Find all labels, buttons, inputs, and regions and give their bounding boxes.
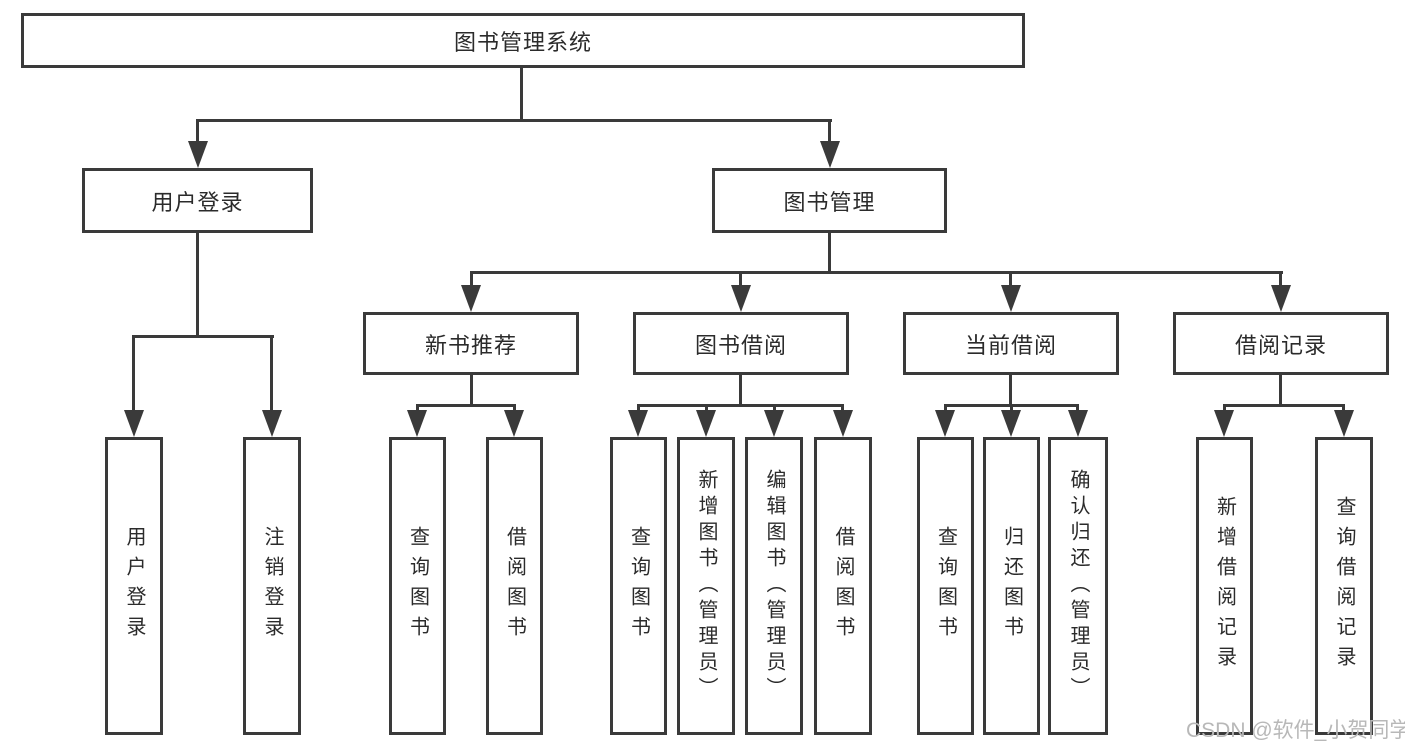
connector-line <box>1010 404 1013 414</box>
leaf-query-borrow-record-label: 查询借阅记录 <box>1333 496 1355 676</box>
connector-line <box>705 404 708 414</box>
leaf-query-books-3-label: 查询图书 <box>934 526 957 646</box>
node-book-borrowing: 图书借阅 <box>633 312 849 375</box>
leaf-edit-books-admin: 编辑图书（管理员） <box>745 437 803 735</box>
connector-line <box>773 404 776 414</box>
arrow-down-icon <box>731 285 751 312</box>
connector-line <box>520 68 523 119</box>
leaf-borrow-books-2-label: 借阅图书 <box>832 526 854 646</box>
node-new-book-recommend-label: 新书推荐 <box>424 332 517 358</box>
csdn-watermark: CSDN @软件_小贺同学 <box>1186 719 1405 742</box>
leaf-user-login-label: 用户登录 <box>123 526 145 646</box>
leaf-add-borrow-record-label: 新增借阅记录 <box>1213 496 1236 676</box>
node-borrow-records-label: 借阅记录 <box>1234 332 1327 358</box>
connector-line <box>1009 375 1012 407</box>
node-borrow-records: 借阅记录 <box>1173 312 1389 375</box>
arrow-down-icon <box>764 410 784 437</box>
leaf-query-books-1-label: 查询图书 <box>406 526 429 646</box>
node-root-label: 图书管理系统 <box>453 29 592 55</box>
connector-line <box>1223 404 1226 414</box>
connector-line <box>196 233 199 338</box>
arrow-down-icon <box>1001 410 1021 437</box>
connector-line <box>470 271 473 288</box>
connector-line <box>196 119 832 122</box>
leaf-confirm-return-admin-label: 确认归还（管理员） <box>1067 469 1089 703</box>
leaf-borrow-books-1: 借阅图书 <box>486 437 543 735</box>
connector-line <box>196 119 199 147</box>
arrow-down-icon <box>407 410 427 437</box>
connector-line <box>513 404 516 414</box>
connector-line <box>416 404 419 414</box>
node-user-login: 用户登录 <box>82 168 313 233</box>
node-new-book-recommend: 新书推荐 <box>363 312 579 375</box>
arrow-down-icon <box>188 141 208 168</box>
arrow-down-icon <box>820 141 840 168</box>
leaf-confirm-return-admin: 确认归还（管理员） <box>1048 437 1108 735</box>
arrow-down-icon <box>1334 410 1354 437</box>
connector-line <box>133 335 274 338</box>
connector-line <box>416 404 516 407</box>
node-current-borrowing-label: 当前借阅 <box>964 332 1057 358</box>
connector-line <box>1342 404 1345 414</box>
leaf-user-login: 用户登录 <box>105 437 163 735</box>
connector-line <box>739 375 742 407</box>
connector-line <box>944 404 947 414</box>
node-book-borrowing-label: 图书借阅 <box>694 332 787 358</box>
node-book-management: 图书管理 <box>712 168 947 233</box>
leaf-query-books-3: 查询图书 <box>917 437 974 735</box>
leaf-return-books-label: 归还图书 <box>1000 526 1023 646</box>
connector-line <box>132 335 135 413</box>
connector-line <box>1279 375 1282 407</box>
leaf-query-books-1: 查询图书 <box>389 437 446 735</box>
arrow-down-icon <box>833 410 853 437</box>
arrow-down-icon <box>696 410 716 437</box>
connector-line <box>1076 404 1079 414</box>
leaf-query-books-2: 查询图书 <box>610 437 667 735</box>
arrow-down-icon <box>124 410 144 437</box>
connector-line <box>1009 271 1012 288</box>
leaf-add-borrow-record: 新增借阅记录 <box>1196 437 1253 735</box>
leaf-logout: 注销登录 <box>243 437 301 735</box>
connector-line <box>470 375 473 407</box>
arrow-down-icon <box>628 410 648 437</box>
leaf-borrow-books-1-label: 借阅图书 <box>503 526 526 646</box>
arrow-down-icon <box>262 410 282 437</box>
connector-line <box>637 404 844 407</box>
node-root: 图书管理系统 <box>21 13 1025 68</box>
connector-line <box>739 271 742 288</box>
connector-line <box>841 404 844 414</box>
connector-line <box>828 119 831 147</box>
connector-line <box>828 233 831 274</box>
arrow-down-icon <box>1271 285 1291 312</box>
leaf-return-books: 归还图书 <box>983 437 1040 735</box>
arrow-down-icon <box>1001 285 1021 312</box>
connector-line <box>470 271 1283 274</box>
arrow-down-icon <box>461 285 481 312</box>
arrow-down-icon <box>935 410 955 437</box>
leaf-query-books-2-label: 查询图书 <box>627 526 650 646</box>
leaf-edit-books-admin-label: 编辑图书（管理员） <box>763 469 785 703</box>
arrow-down-icon <box>1068 410 1088 437</box>
node-user-login-label: 用户登录 <box>151 189 244 215</box>
arrow-down-icon <box>1214 410 1234 437</box>
connector-line <box>637 404 640 414</box>
connector-line <box>1279 271 1282 288</box>
leaf-borrow-books-2: 借阅图书 <box>814 437 872 735</box>
node-book-management-label: 图书管理 <box>783 189 876 215</box>
connector-line <box>1223 404 1345 407</box>
leaf-query-borrow-record: 查询借阅记录 <box>1315 437 1373 735</box>
arrow-down-icon <box>504 410 524 437</box>
leaf-add-books-admin-label: 新增图书（管理员） <box>695 469 717 703</box>
node-current-borrowing: 当前借阅 <box>903 312 1119 375</box>
leaf-logout-label: 注销登录 <box>261 526 283 646</box>
leaf-add-books-admin: 新增图书（管理员） <box>677 437 735 735</box>
connector-line <box>270 335 273 413</box>
